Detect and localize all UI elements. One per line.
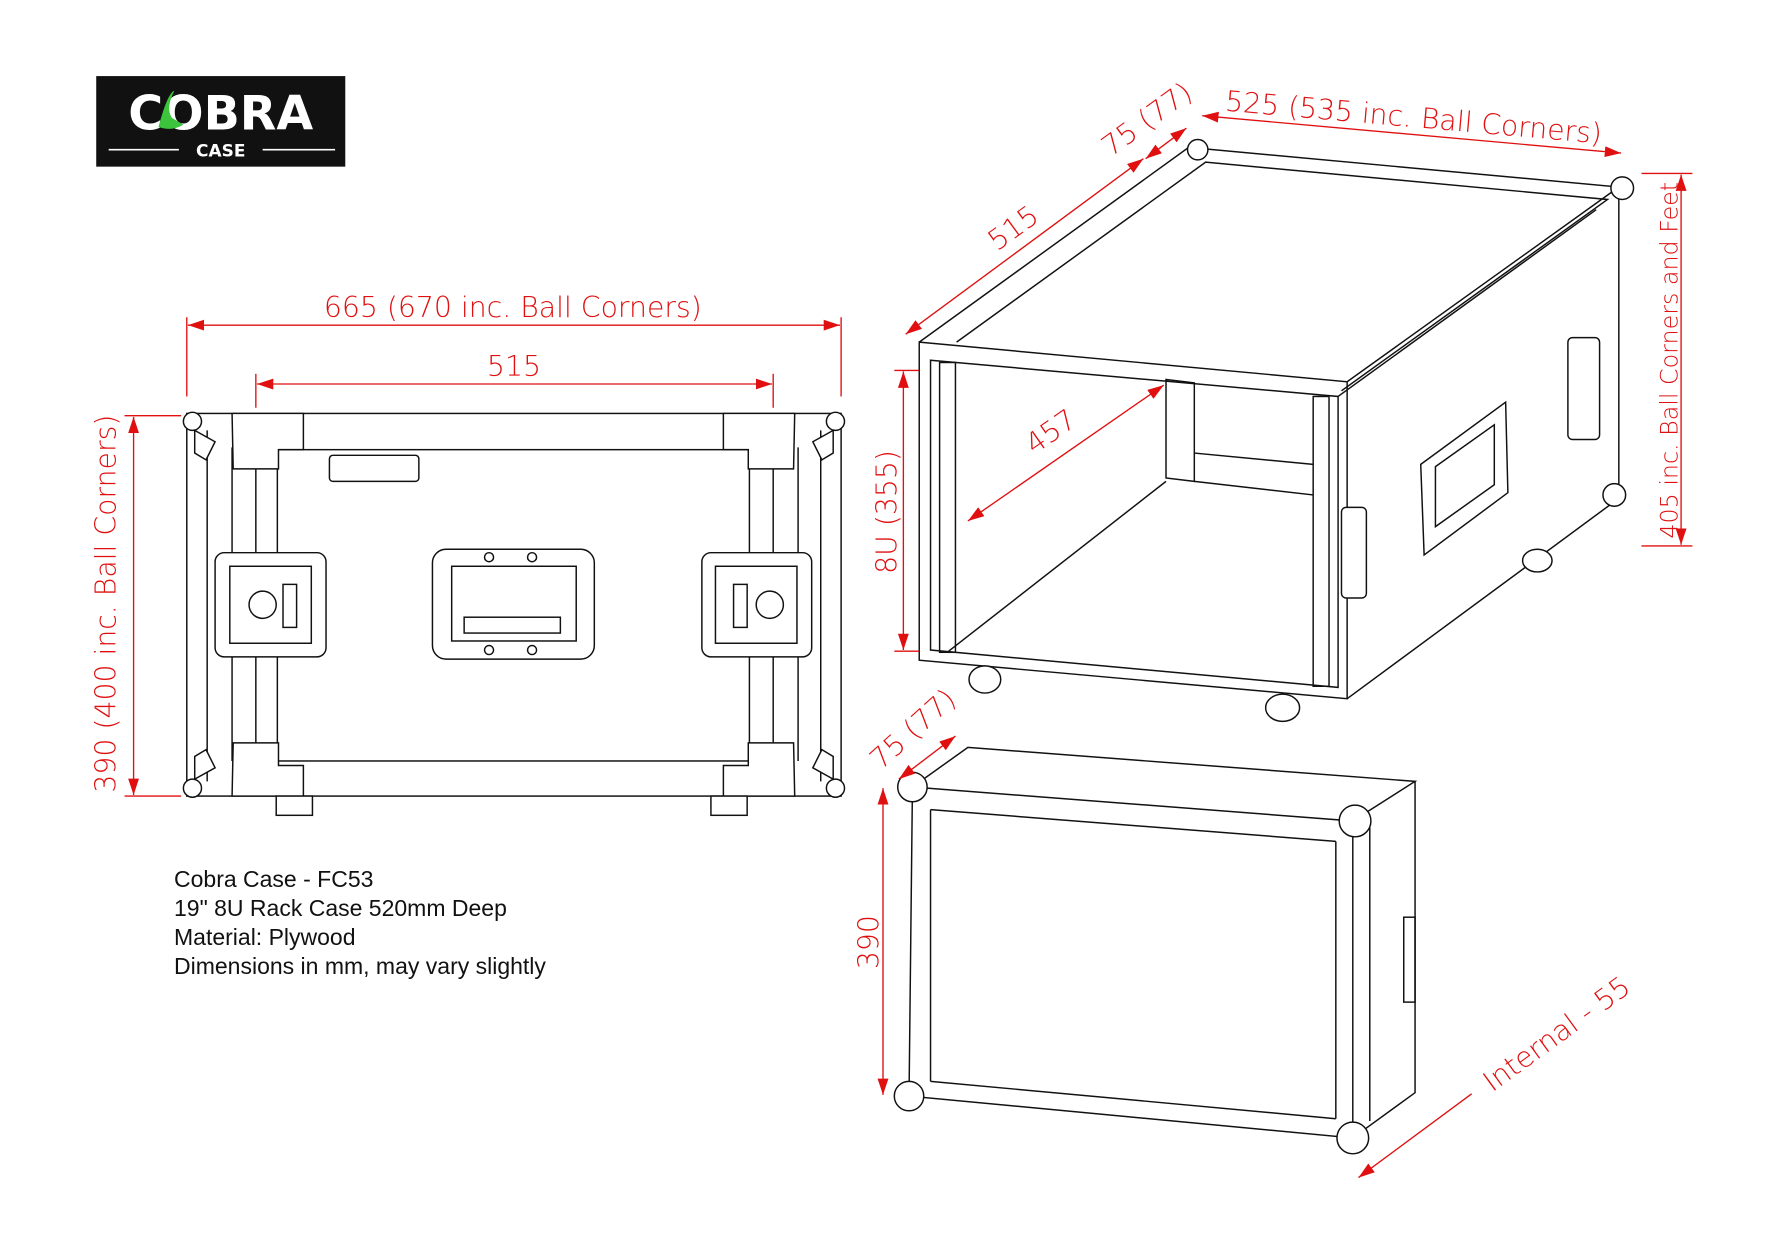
model-name: Cobra Case - FC53 [174, 866, 374, 892]
width-dimension [1202, 111, 1622, 158]
overall-width-label: 665 (670 inc. Ball Corners) [324, 291, 702, 324]
cobra-case-logo: COBRA CASE [96, 76, 346, 167]
internal-depth-dimension [967, 384, 1165, 522]
description-block: Cobra Case - FC53 19" 8U Rack Case 520mm… [174, 865, 546, 981]
height-label: 390 (400 inc. Ball Corners) [89, 415, 122, 793]
internal-label: Internal - 55 [1477, 970, 1637, 1099]
isometric-view-open: 515 75 (77) 525 (535 inc. Ball Corners) … [871, 76, 1693, 723]
ball-corners [182, 411, 846, 798]
depth-dimension [905, 158, 1144, 335]
dimension-note: Dimensions in mm, may vary slightly [174, 953, 546, 979]
isometric-view-lid: 390 75 (77) Internal - 55 [852, 682, 1637, 1179]
lid-depth-label: 75 (77) [1095, 76, 1198, 163]
lid-height-label: 390 [852, 915, 885, 969]
logo-sub-text: CASE [196, 141, 245, 161]
material: Material: Plywood [174, 924, 356, 950]
overall-height-label: 405 inc. Ball Corners and Feet [1656, 182, 1684, 539]
model-spec: 19" 8U Rack Case 520mm Deep [174, 895, 507, 921]
left-latch [214, 551, 327, 658]
depth-label: 515 [982, 199, 1045, 257]
side-handle [1419, 400, 1509, 557]
width-label: 525 (535 inc. Ball Corners) [1224, 85, 1603, 151]
side-latch [1340, 506, 1368, 599]
corner-plates [231, 412, 796, 797]
cobra-snake-icon [158, 90, 184, 129]
logo-brand-text: COBRA [128, 86, 313, 141]
right-latch [701, 551, 813, 658]
front-view: 665 (670 inc. Ball Corners) 515 390 (400… [89, 291, 846, 817]
label-plate [328, 454, 420, 483]
recessed-handle [431, 548, 596, 660]
inner-width-label: 515 [487, 350, 541, 383]
foot [710, 795, 748, 817]
side-latch [1567, 336, 1601, 441]
rack-height-label: 8U (355) [871, 450, 904, 574]
foot [275, 795, 314, 817]
